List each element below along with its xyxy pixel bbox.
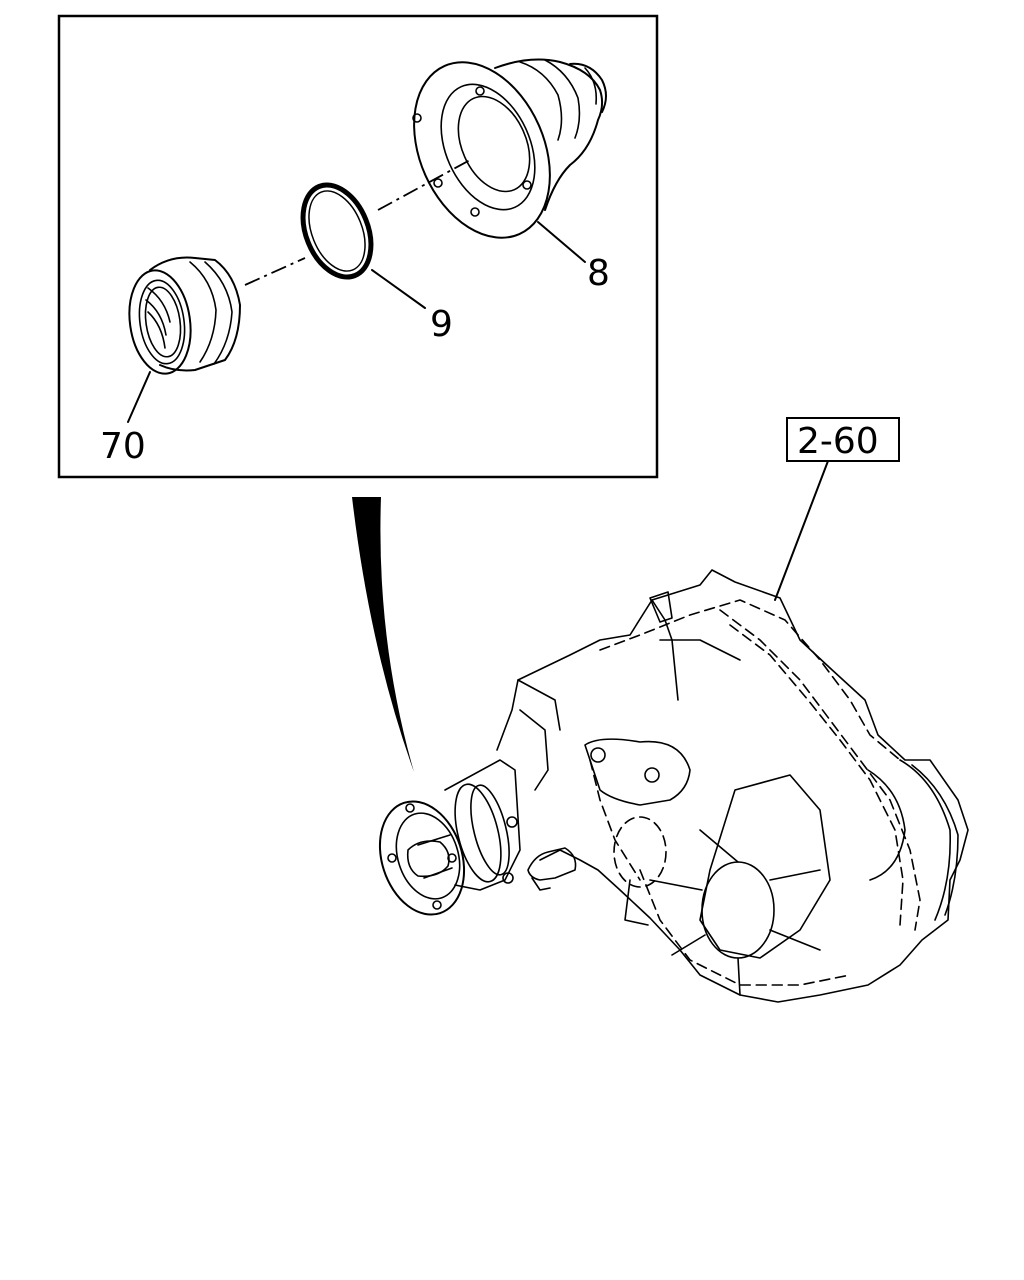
o-ring-part xyxy=(300,182,426,309)
reference-box xyxy=(786,417,900,462)
reference-label: 2-60 xyxy=(797,421,879,462)
alignment-line-upper xyxy=(377,159,471,211)
inset-frame xyxy=(57,14,659,479)
alignment-line-lower xyxy=(244,257,306,286)
reference-leader xyxy=(774,460,829,601)
transfer-case-assembly xyxy=(378,569,969,1003)
label-part-9: 9 xyxy=(430,304,453,345)
inset-pointer xyxy=(352,497,414,772)
extension-housing-part xyxy=(412,58,607,263)
label-part-70: 70 xyxy=(100,426,146,467)
nut-part xyxy=(127,256,241,423)
label-part-8: 8 xyxy=(587,253,610,294)
